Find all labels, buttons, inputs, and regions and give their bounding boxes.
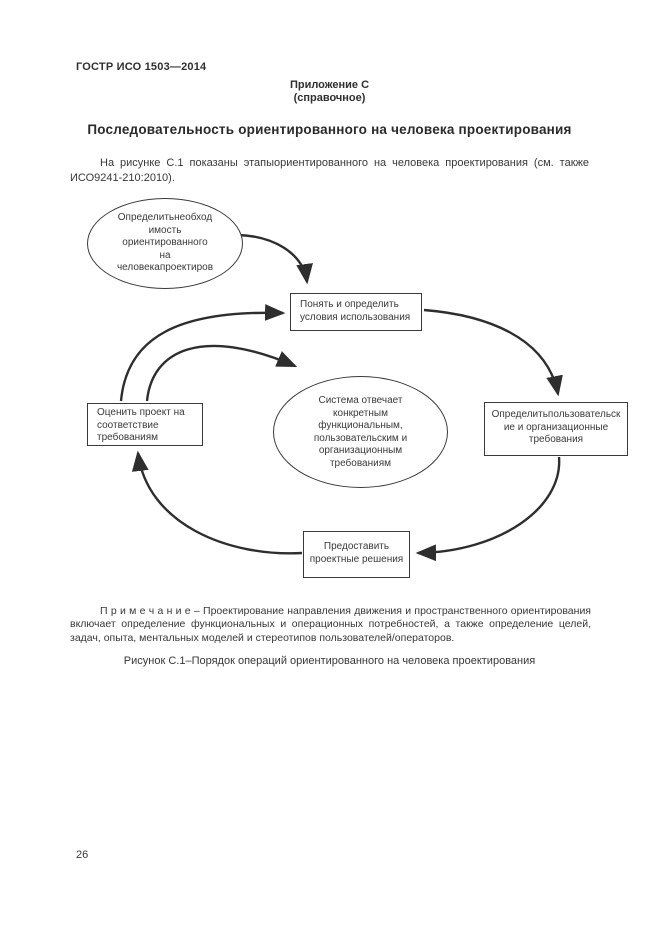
annex-title: Приложение С	[289, 79, 370, 91]
arrow-need-to-understand	[237, 233, 313, 285]
node-identify-need: Определитьнеобход имость ориентированног…	[87, 198, 243, 289]
annex-subtitle: (справочное)	[293, 92, 366, 104]
page-number: 26	[76, 849, 89, 861]
arrow-evaluate-to-understand	[119, 304, 286, 402]
node-system-meets-requirements: Система отвечает конкретным функциональн…	[273, 376, 448, 488]
intro-paragraph: На рисунке С.1 показаны этапыориентирова…	[70, 157, 589, 184]
page-title: Последовательность ориентированного на ч…	[87, 122, 572, 137]
node-provide-solutions: Предоставить проектные решения	[303, 531, 410, 578]
arrow-evaluate-to-system	[145, 344, 298, 402]
arrow-specify-to-provide	[415, 456, 561, 562]
annex-heading: Приложение С (справочное)	[70, 79, 589, 105]
node-evaluate-design: Оценить проект на соответствие требовани…	[87, 403, 203, 446]
standard-designation: ГОСТР ИСО 1503—2014	[76, 61, 207, 73]
node-understand-context: Понять и определить условия использовани…	[290, 293, 422, 331]
node-specify-requirements: Определитьпользовательск ие и организаци…	[484, 402, 628, 456]
figure-caption: Рисунок С.1–Порядок операций ориентирова…	[123, 655, 536, 667]
note-paragraph: П р и м е ч а н и е – Проектирование нап…	[70, 605, 591, 644]
arrow-provide-to-evaluate	[131, 450, 303, 555]
arrow-understand-to-specify	[423, 308, 563, 397]
